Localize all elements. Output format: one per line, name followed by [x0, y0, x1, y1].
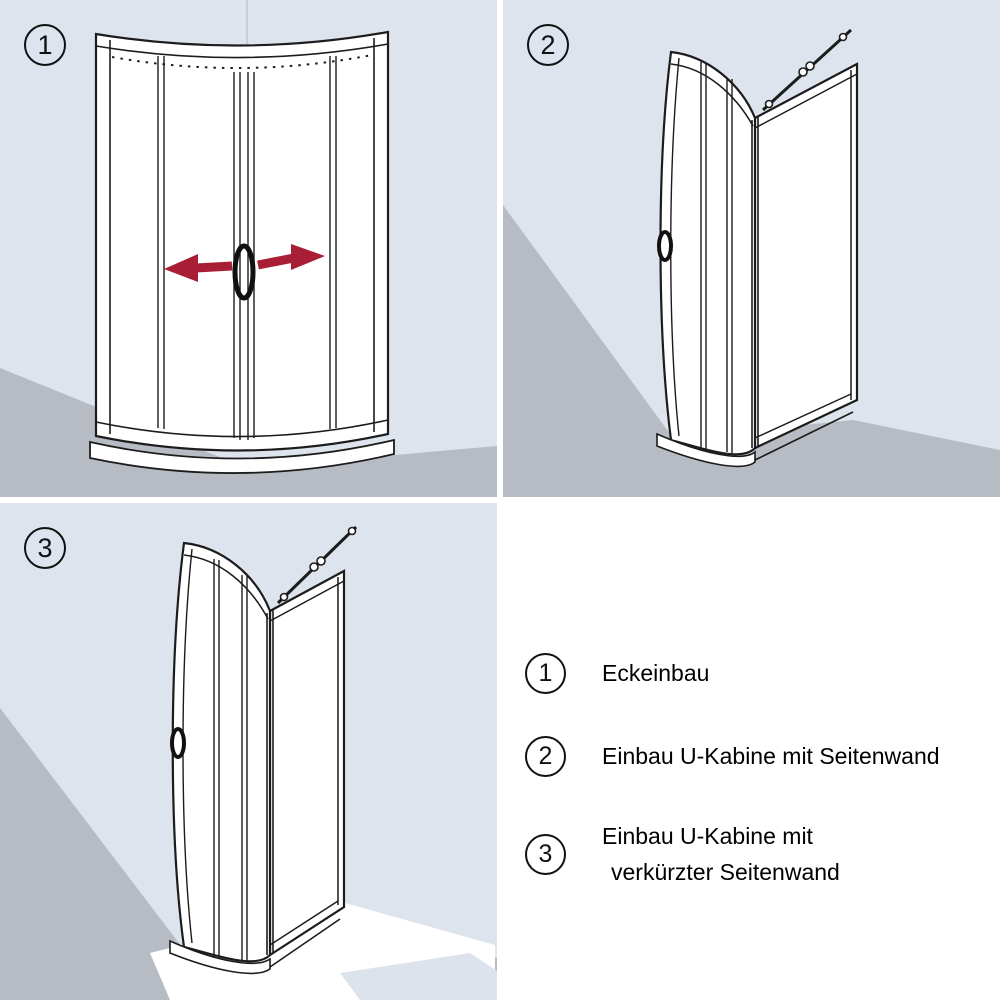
legend-list: 1 Eckeinbau 2 Einbau U-Kabine mit Seiten…: [525, 653, 940, 890]
arrow-left-shaft: [195, 261, 233, 273]
u-cabin-short-wall-illustration: [0, 525, 497, 1000]
arrow-left-icon: [164, 254, 198, 282]
legend-2-line-1: Einbau U-Kabine mit Seitenwand: [602, 742, 940, 769]
legend-item-2: 2 Einbau U-Kabine mit Seitenwand: [525, 736, 940, 777]
room-floor: [0, 708, 497, 1000]
legend-2-number-badge: 2: [525, 736, 566, 777]
door-handle-icon: [657, 230, 673, 262]
legend-2-label: Einbau U-Kabine mit Seitenwand: [602, 739, 940, 775]
door-handle-icon: [170, 727, 186, 759]
legend-3-number-badge: 3: [525, 834, 566, 876]
support-bar: [276, 525, 358, 605]
legend-1-number: 1: [538, 659, 553, 687]
shower-enclosure-front: [89, 30, 395, 474]
panel-1-number: 1: [37, 29, 53, 60]
side-wall-glass: [268, 569, 346, 958]
panel-corner-installation: 1: [0, 0, 497, 497]
door-handle-icon: [232, 243, 256, 301]
glass-panel-dividers: [700, 62, 733, 453]
side-wall-glass: [753, 62, 859, 450]
legend-1-line-1: Eckeinbau: [602, 659, 710, 686]
legend-panel: 1 Eckeinbau 2 Einbau U-Kabine mit Seiten…: [503, 503, 1000, 1000]
shower-tray: [89, 438, 395, 474]
u-cabin: [656, 28, 859, 468]
glass-panel-dividers: [157, 56, 337, 440]
u-cabin: [169, 525, 358, 975]
legend-3-line-1: Einbau U-Kabine mit: [602, 823, 813, 849]
panel-3-number: 3: [37, 532, 53, 563]
legend-item-3: 3 Einbau U-Kabine mit verkürzter Seitenw…: [525, 819, 940, 890]
u-cabin-side-wall-illustration: [503, 28, 1000, 497]
support-bar: [761, 28, 853, 112]
sliding-direction-arrows: [164, 244, 325, 282]
legend-1-number-badge: 1: [525, 653, 566, 694]
shower-tray: [656, 432, 756, 468]
panel-2-number: 2: [540, 29, 556, 60]
panel-3-number-badge: 3: [24, 527, 66, 569]
arrow-right-icon: [291, 244, 325, 270]
legend-3-label: Einbau U-Kabine mit verkürzter Seitenwan…: [602, 819, 840, 890]
room-floor: [503, 205, 1000, 497]
legend-2-number: 2: [538, 742, 553, 770]
legend-3-number: 3: [538, 840, 553, 869]
corner-shower-illustration: [0, 0, 497, 497]
shower-tray: [169, 939, 271, 975]
panel-u-cabin-side-wall: 2: [503, 0, 1000, 497]
legend-3-line-2: verkürzter Seitenwand: [611, 858, 840, 885]
arrow-right-shaft: [257, 253, 295, 270]
floor-tile: [340, 953, 497, 1000]
legend-item-1: 1 Eckeinbau: [525, 653, 940, 694]
panel-2-number-badge: 2: [527, 24, 569, 66]
glass-panel-dividers: [213, 559, 248, 962]
panel-1-number-badge: 1: [24, 24, 66, 66]
panel-u-cabin-short-side-wall: 3: [0, 503, 497, 1000]
legend-1-label: Eckeinbau: [602, 656, 709, 692]
